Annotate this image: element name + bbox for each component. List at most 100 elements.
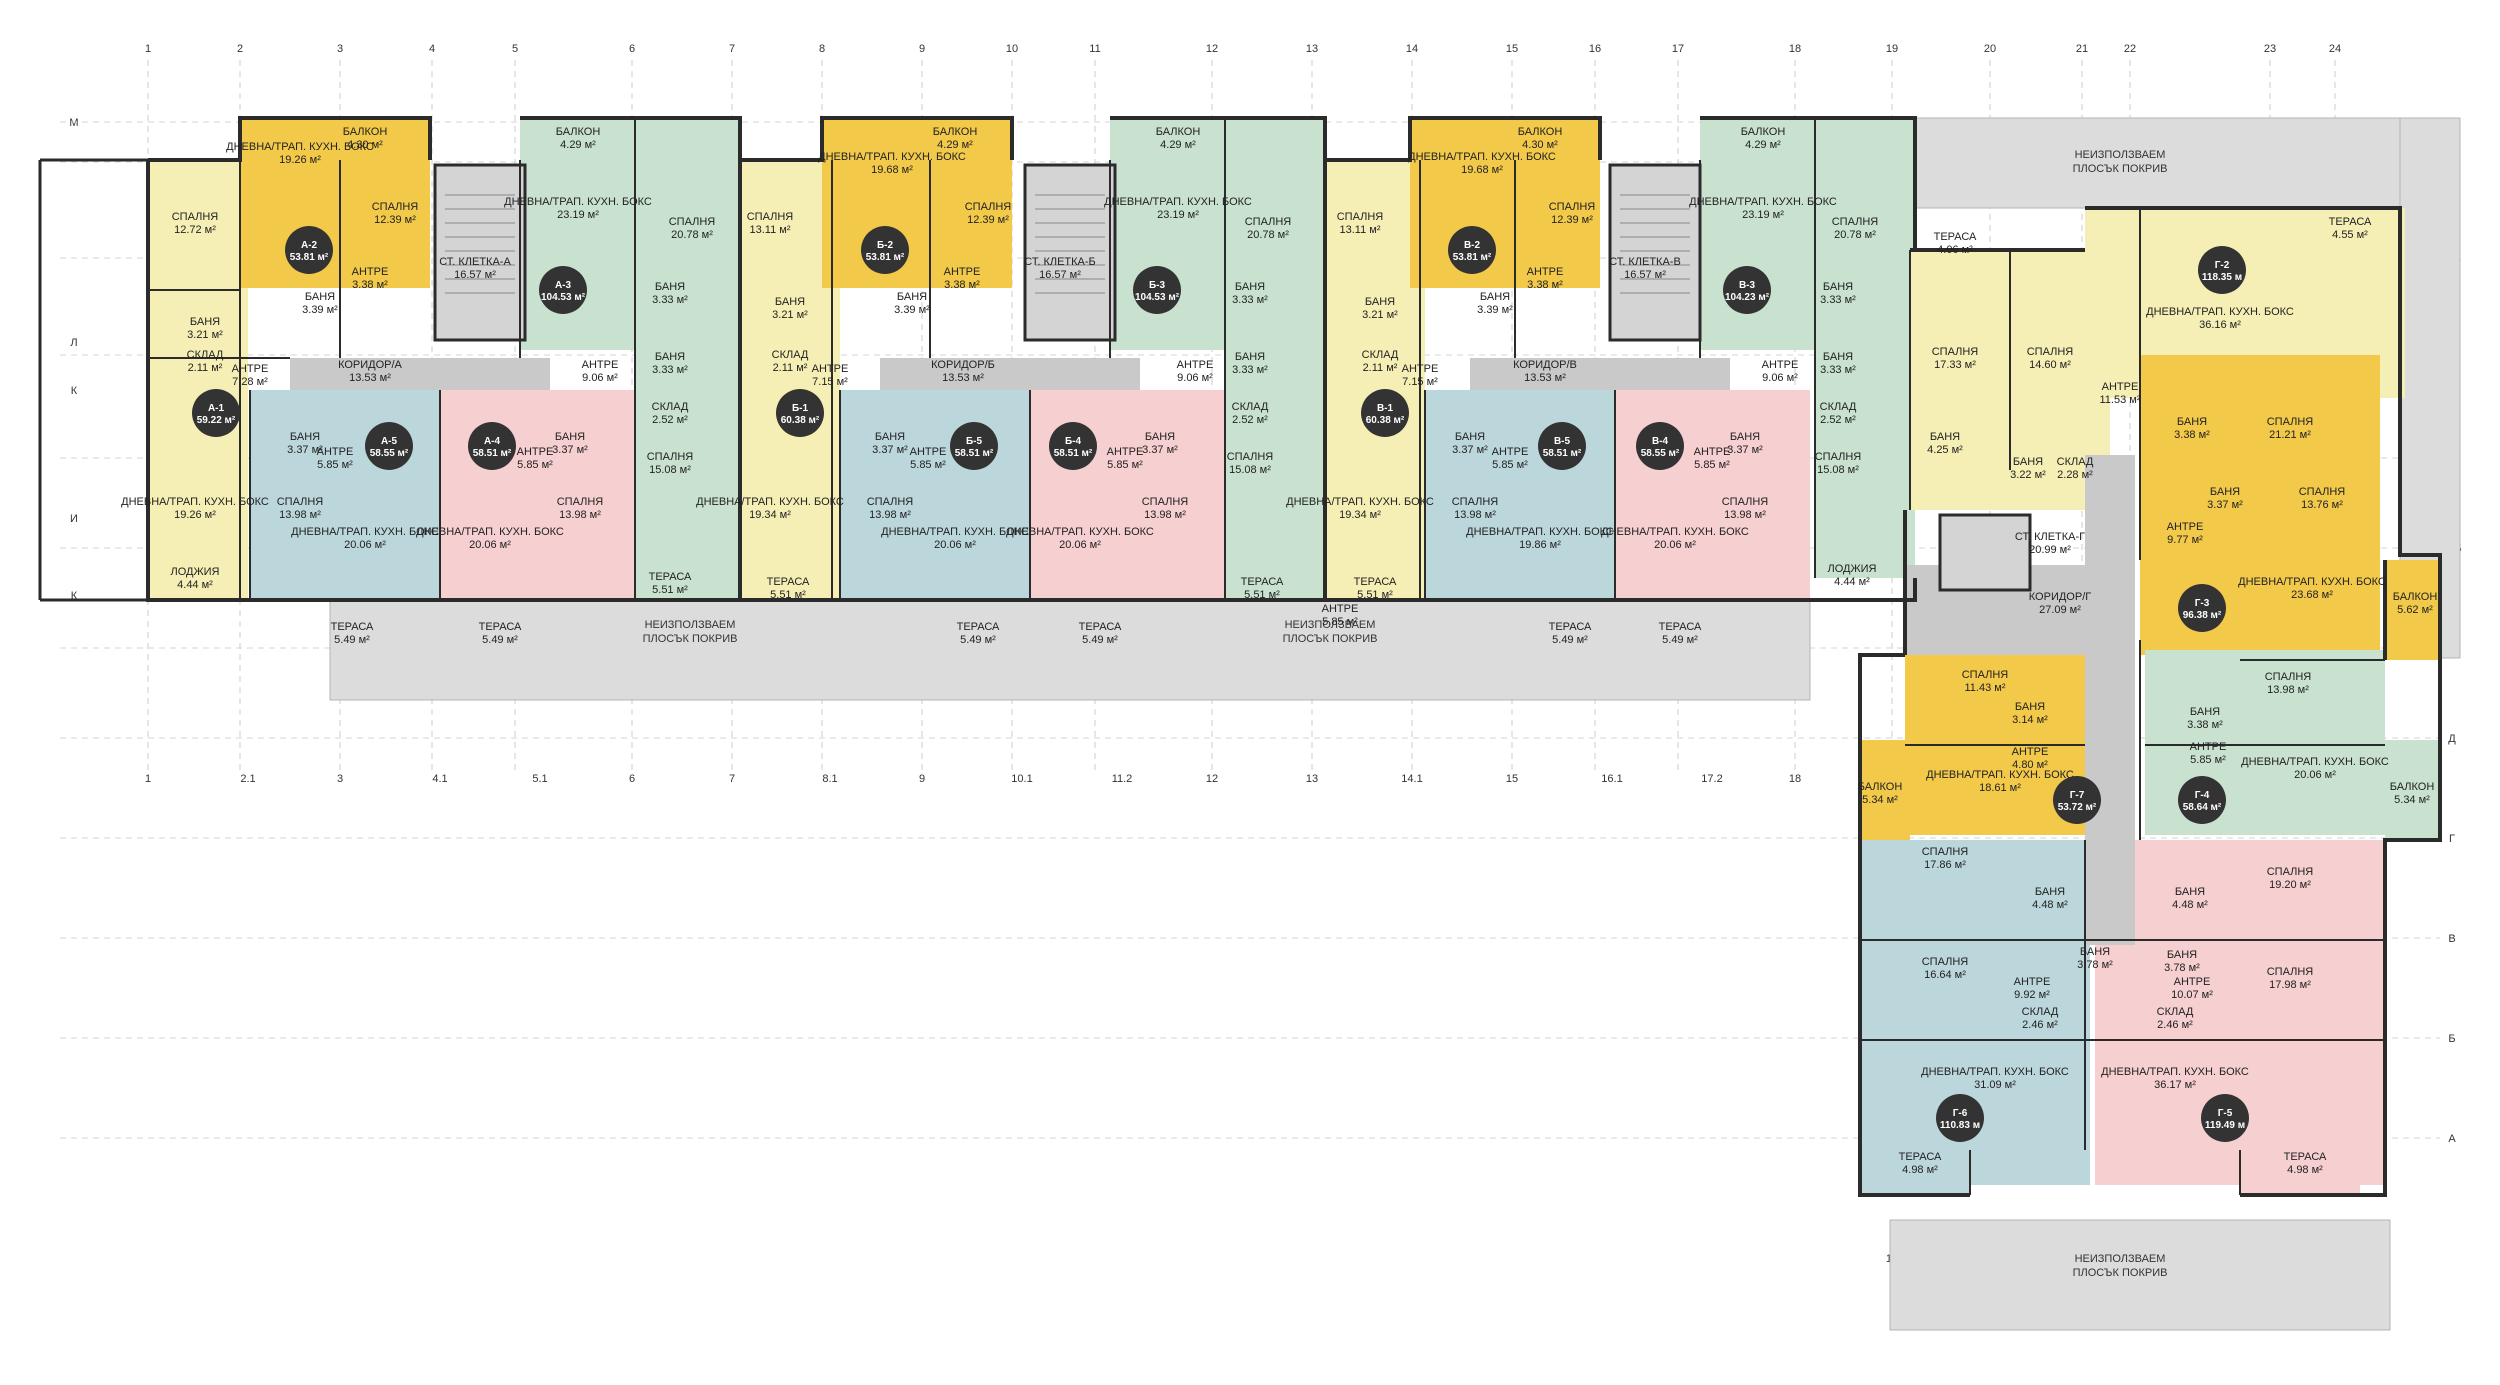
room-area: 5.85 м² xyxy=(1322,616,1358,628)
room-area: 19.86 м² xyxy=(1519,539,1561,551)
room-name: ДНЕВНА/ТРАП. КУХН. БОКС xyxy=(1689,196,1837,208)
badge-circle xyxy=(365,422,413,470)
room-fill xyxy=(250,390,440,600)
room-area: 3.38 м² xyxy=(1527,279,1563,291)
room-name: СПАЛНЯ xyxy=(1722,496,1769,508)
room-area: 19.34 м² xyxy=(749,509,791,521)
room-name: АНТРЕ xyxy=(1694,446,1731,458)
room-area: 13.11 м² xyxy=(750,224,791,236)
room-fill xyxy=(1425,390,1615,600)
room-name: СПАЛНЯ xyxy=(2027,346,2074,358)
room-name: ЛОДЖИЯ xyxy=(171,566,220,578)
apartment-badge[interactable]: В-558.51 м² xyxy=(1538,422,1586,470)
stair-core xyxy=(433,163,527,342)
axis-label-mid: 13 xyxy=(1306,773,1318,785)
room-name: БАЛКОН xyxy=(2390,781,2435,793)
room-area: 3.78 м² xyxy=(2164,962,2200,974)
room-name: БАНЯ xyxy=(1730,431,1760,443)
room-name: СПАЛНЯ xyxy=(1452,496,1499,508)
badge-circle xyxy=(192,389,240,437)
room-area: 5.34 м² xyxy=(2394,794,2430,806)
badge-area: 96.38 м² xyxy=(2183,610,2222,621)
room-area: 13.98 м² xyxy=(1144,509,1186,521)
room-area: 3.22 м² xyxy=(2010,469,2046,481)
room-name: ДНЕВНА/ТРАП. КУХН. БОКС xyxy=(2146,306,2294,318)
room-name: АНТРЕ xyxy=(1402,363,1439,375)
badge-id: Г-7 xyxy=(2070,790,2085,801)
room-fill xyxy=(1860,1150,1970,1195)
room-area: 2.11 м² xyxy=(188,362,223,374)
room-name: БАНЯ xyxy=(1235,351,1265,363)
room-area: 20.06 м² xyxy=(1059,539,1101,551)
room-area: 3.33 м² xyxy=(1232,294,1268,306)
room-name: ДНЕВНА/ТРАП. КУХН. БОКС xyxy=(226,141,374,153)
apartment-badge[interactable]: Б-160.38 м² xyxy=(776,389,824,437)
room-area: 5.49 м² xyxy=(1662,634,1698,646)
exterior-wall xyxy=(738,160,1327,602)
room-fill xyxy=(1410,118,1600,288)
room-area: 20.06 м² xyxy=(469,539,511,551)
apartment-badge[interactable]: В-458.55 м² xyxy=(1636,422,1684,470)
badge-circle xyxy=(950,422,998,470)
apartment-badge[interactable]: Г-753.72 м² xyxy=(2053,776,2101,824)
roof-label: ПЛОСЪК ПОКРИВ xyxy=(2073,1267,2168,1279)
room-fill xyxy=(2385,740,2440,840)
axis-label-top: 15 xyxy=(1506,43,1518,55)
badge-circle xyxy=(285,226,333,274)
room-name: АНТРЕ xyxy=(910,446,947,458)
apartment-badge[interactable]: А-253.81 м² xyxy=(285,226,333,274)
room-area: 4.48 м² xyxy=(2032,899,2068,911)
apartment-badge[interactable]: Г-458.64 м² xyxy=(2178,776,2226,824)
apartment-badge[interactable]: Б-558.51 м² xyxy=(950,422,998,470)
room-area: 3.21 м² xyxy=(187,329,223,341)
room-name: АНТРЕ xyxy=(2190,741,2227,753)
room-fill xyxy=(635,118,740,598)
stair-core xyxy=(1608,163,1702,342)
axis-label-top: 9 xyxy=(919,43,925,55)
apartment-badge[interactable]: А-558.55 м² xyxy=(365,422,413,470)
room-area: 4.48 м² xyxy=(2172,899,2208,911)
badge-area: 104.53 м² xyxy=(541,292,586,303)
apartment-badge[interactable]: В-253.81 м² xyxy=(1448,226,1496,274)
apartment-badge[interactable]: А-458.51 м² xyxy=(468,422,516,470)
apartment-badge[interactable]: Б-253.81 м² xyxy=(861,226,909,274)
room-area: 23.19 м² xyxy=(1157,209,1199,221)
badge-area: 53.81 м² xyxy=(866,252,905,263)
apartment-badge[interactable]: Б-458.51 м² xyxy=(1049,422,1097,470)
room-area: 3.33 м² xyxy=(652,294,688,306)
badge-circle xyxy=(468,422,516,470)
badge-area: 53.72 м² xyxy=(2058,802,2097,813)
apartment-badge[interactable]: Г-396.38 м² xyxy=(2178,584,2226,632)
room-area: 20.06 м² xyxy=(2294,769,2336,781)
axis-label-right: А xyxy=(2448,1133,2456,1145)
room-area: 4.06 м² xyxy=(1937,244,1973,256)
apartment-badge[interactable]: В-160.38 м² xyxy=(1361,389,1409,437)
badge-id: Г-2 xyxy=(2215,260,2230,271)
badge-area: 58.51 м² xyxy=(473,448,512,459)
room-name: БАНЯ xyxy=(190,316,220,328)
roof-label: ПЛОСЪК ПОКРИВ xyxy=(643,633,738,645)
room-name: СКЛАД xyxy=(1232,401,1269,413)
axis-label-mid: 4.1 xyxy=(432,773,447,785)
stair-core xyxy=(1938,513,2032,592)
room-area: 4.29 м² xyxy=(560,139,596,151)
room-area: 2.28 м² xyxy=(2057,469,2093,481)
room-area: 19.26 м² xyxy=(279,154,321,166)
room-name: СКЛАД xyxy=(2057,456,2094,468)
badge-circle xyxy=(1361,389,1409,437)
room-name: БАНЯ xyxy=(2080,946,2110,958)
room-name: СКЛАД xyxy=(2157,1006,2194,1018)
room-area: 13.53 м² xyxy=(349,372,391,384)
exterior-wall xyxy=(1858,653,1970,1197)
room-area: 3.14 м² xyxy=(2012,714,2048,726)
apartment-badge[interactable]: А-159.22 м² xyxy=(192,389,240,437)
room-name: АНТРЕ xyxy=(812,363,849,375)
